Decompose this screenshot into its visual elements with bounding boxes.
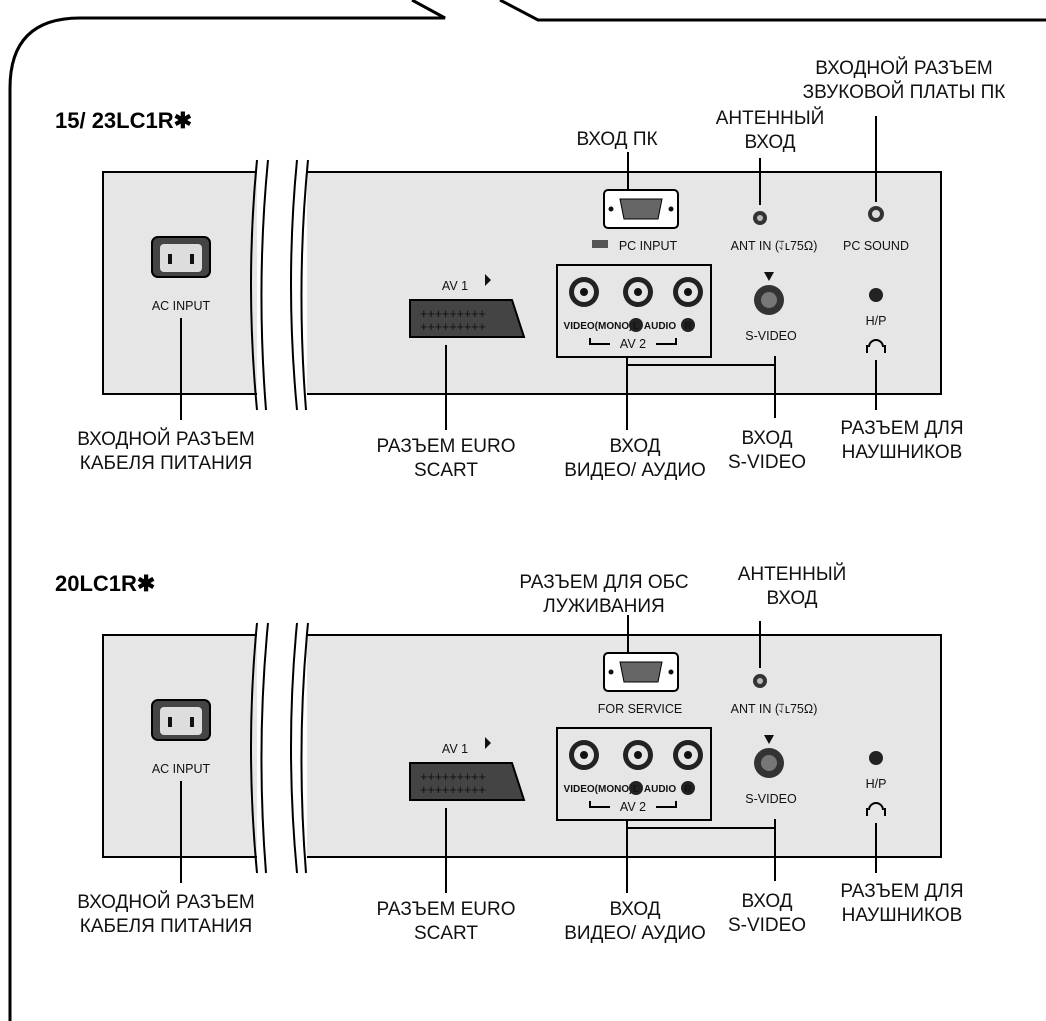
- callout-pc-input: ЛУЖИВАНИЯ: [543, 596, 665, 617]
- video-mono-label: VIDEO(MONO): [564, 321, 633, 332]
- callout-antenna: ВХОД: [744, 132, 795, 153]
- headphones-icon: [866, 339, 886, 353]
- ant-in-label: ANT IN (⥡ʟ75Ω): [731, 702, 818, 716]
- callout-headphones: НАУШНИКОВ: [842, 905, 963, 926]
- panel-20lc1r: 20LC1R✱ AC INPUT ВХОДНОЙ РАЗЪЕМ КАБЕЛЯ ПИТА…: [55, 563, 964, 944]
- audio-l-jack-icon: [623, 277, 653, 307]
- hp-label: H/P: [866, 777, 887, 791]
- break-line: [250, 159, 258, 411]
- hp-label: H/P: [866, 314, 887, 328]
- scart-pins: +++++++++: [420, 320, 486, 334]
- svg-text:R: R: [684, 321, 692, 332]
- scart-arrow-icon: [475, 737, 491, 749]
- av2-label: AV 2: [620, 800, 646, 814]
- callout-video-audio: ВХОД: [609, 899, 660, 920]
- av2-frame: [556, 727, 712, 821]
- s-video-label: S-VIDEO: [745, 792, 797, 806]
- av1-label: AV 1: [442, 742, 468, 756]
- s-video-label: S-VIDEO: [745, 329, 797, 343]
- monitor-icon: [592, 240, 608, 248]
- callout-pc-sound: ВХОДНОЙ РАЗЪЕМ: [815, 57, 992, 79]
- callout-scart: SCART: [414, 460, 478, 481]
- pc-sound-label: PC SOUND: [843, 239, 909, 253]
- ac-input-label: AC INPUT: [152, 762, 211, 776]
- callout-scart: РАЗЪЕМ EURO: [376, 899, 515, 920]
- scart-pins: +++++++++: [420, 783, 486, 797]
- tv-back-panel: [102, 634, 942, 858]
- callout-s-video: S-VIDEO: [728, 915, 806, 936]
- av2-frame: [556, 264, 712, 358]
- callout-power: КАБЕЛЯ ПИТАНИЯ: [80, 453, 252, 474]
- scart-pins: +++++++++: [420, 770, 486, 784]
- audio-l-jack-icon: [623, 740, 653, 770]
- svg-text:R: R: [684, 784, 692, 795]
- model-title: 15/ 23LC1R✱: [55, 108, 192, 133]
- callout-pc-input: РАЗЪЕМ ДЛЯ ОБС: [519, 572, 688, 593]
- video-jack-icon: [569, 740, 599, 770]
- svg-text:L: L: [633, 784, 639, 795]
- break-line: [250, 622, 258, 874]
- video-mono-label: VIDEO(MONO): [564, 784, 633, 795]
- tv-back-panel: [102, 171, 942, 395]
- audio-r-jack-icon: [673, 277, 703, 307]
- audio-label: AUDIO: [644, 784, 676, 795]
- scart-arrow-icon: [475, 274, 491, 286]
- ant-in-label: ANT IN (⥡ʟ75Ω): [731, 239, 818, 253]
- av2-label: AV 2: [620, 337, 646, 351]
- callout-video-audio: ВХОД: [609, 436, 660, 457]
- callout-headphones: РАЗЪЕМ ДЛЯ: [840, 418, 963, 439]
- callout-video-audio: ВИДЕО/ АУДИО: [564, 460, 706, 481]
- scart-connector-icon: [409, 299, 526, 338]
- callout-antenna: АНТЕННЫЙ: [738, 563, 847, 585]
- panel-15-23lc1r: 15/ 23LC1R✱ AC INPUT ВХОДНОЙ РАЗЪЕМ КАБЕЛЯ …: [55, 57, 1005, 481]
- callout-s-video: ВХОД: [741, 428, 792, 449]
- callout-pc-sound: ЗВУКОВОЙ ПЛАТЫ ПК: [803, 81, 1006, 103]
- pc-input-label: FOR SERVICE: [598, 702, 683, 716]
- callout-antenna: АНТЕННЫЙ: [716, 107, 825, 129]
- callout-headphones: НАУШНИКОВ: [842, 442, 963, 463]
- scart-pins: +++++++++: [420, 307, 486, 321]
- pc-input-label: PC INPUT: [619, 239, 678, 253]
- callout-s-video: ВХОД: [741, 891, 792, 912]
- audio-r-jack-icon: [673, 740, 703, 770]
- callout-power: КАБЕЛЯ ПИТАНИЯ: [80, 916, 252, 937]
- video-jack-icon: [569, 277, 599, 307]
- s-video-arrow-icon: [764, 272, 774, 281]
- hp-jack-icon: [869, 751, 883, 765]
- bubble-frame: [8, 0, 1046, 1021]
- hp-jack-icon: [869, 288, 883, 302]
- audio-label: AUDIO: [644, 321, 676, 332]
- break-line: [260, 159, 269, 411]
- callout-power: ВХОДНОЙ РАЗЪЕМ: [77, 891, 254, 913]
- break-line: [290, 622, 298, 874]
- callout-antenna: ВХОД: [766, 588, 817, 609]
- callout-pc-input: ВХОД ПК: [576, 129, 657, 150]
- callout-scart: РАЗЪЕМ EURO: [376, 436, 515, 457]
- scart-connector-icon: [409, 762, 526, 801]
- callout-headphones: РАЗЪЕМ ДЛЯ: [840, 881, 963, 902]
- svg-text:L: L: [633, 321, 639, 332]
- break-line: [260, 622, 269, 874]
- callout-scart: SCART: [414, 923, 478, 944]
- break-line: [300, 159, 309, 411]
- callout-s-video: S-VIDEO: [728, 452, 806, 473]
- model-title: 20LC1R✱: [55, 571, 155, 596]
- ac-input-label: AC INPUT: [152, 299, 211, 313]
- headphones-icon: [866, 802, 886, 816]
- callout-video-audio: ВИДЕО/ АУДИО: [564, 923, 706, 944]
- s-video-arrow-icon: [764, 735, 774, 744]
- break-line: [300, 622, 309, 874]
- break-line: [290, 159, 298, 411]
- callout-power: ВХОДНОЙ РАЗЪЕМ: [77, 428, 254, 450]
- av1-label: AV 1: [442, 279, 468, 293]
